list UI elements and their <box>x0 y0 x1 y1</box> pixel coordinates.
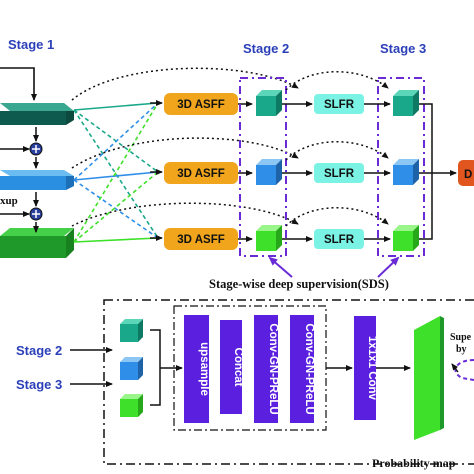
stage2-label: Stage 2 <box>243 41 289 56</box>
cross-connections <box>73 102 159 243</box>
block-conv-gn-prelu-1: Conv-GN-PReLU <box>254 315 279 423</box>
block-conv-gn-prelu-2: Conv-GN-PReLU <box>290 315 315 423</box>
asff-label-2: 3D ASFF <box>177 168 225 180</box>
stage3-cube-green <box>393 225 419 251</box>
asff-label-3: 3D ASFF <box>177 234 225 246</box>
slfr-box-2: SLFR <box>314 163 364 183</box>
backbone-block-3 <box>0 228 74 258</box>
detail-frame <box>103 299 474 465</box>
by-label: by <box>456 344 467 355</box>
backbone-block-1 <box>0 103 74 125</box>
backbone-block-2 <box>0 170 74 190</box>
input-arrow <box>0 67 37 101</box>
bottom-cube-blue <box>120 357 143 380</box>
slfr-label-1: SLFR <box>324 99 355 111</box>
skip-arc-3 <box>71 202 299 227</box>
skip-arc-5 <box>285 141 389 161</box>
skip-arc-2 <box>71 137 299 169</box>
merge-line <box>419 103 433 240</box>
output-label: D <box>464 169 472 181</box>
block-conv1x1: 1x1x1 Conv <box>354 316 378 420</box>
slfr-box-3: SLFR <box>314 229 364 249</box>
supervision-label: Supe <box>450 332 472 343</box>
supervision-loop <box>454 359 474 381</box>
conv1x1-label: 1x1x1 Conv <box>366 336 378 401</box>
block-conv1-label: Conv-GN-PReLU <box>267 323 279 414</box>
slfr-label-2: SLFR <box>324 168 355 180</box>
supervision-arrow <box>451 363 459 373</box>
block-upsample-label: upsample <box>198 342 210 396</box>
stage3-cube-teal <box>393 90 419 116</box>
stage2-cube-blue <box>256 159 282 185</box>
block-concat-label: Concat <box>232 348 244 387</box>
bottom-stage3-label: Stage 3 <box>16 377 62 392</box>
block-conv2-label: Conv-GN-PReLU <box>303 323 315 414</box>
slfr-box-1: SLFR <box>314 94 364 114</box>
asff-box-3: 3D ASFF <box>164 228 238 250</box>
skip-arc-4 <box>285 71 389 91</box>
bottom-cube-green <box>120 394 143 417</box>
plus-node-2 <box>29 207 43 221</box>
skip-arc-6 <box>285 207 389 227</box>
asff-input-arrowheads <box>150 100 163 241</box>
sds-caption: Stage-wise deep supervision(SDS) <box>209 277 389 291</box>
asff-box-2: 3D ASFF <box>164 162 238 184</box>
block-concat: Concat <box>220 320 244 414</box>
block-upsample: upsample <box>184 315 210 423</box>
sds-box-stage3 <box>377 77 425 257</box>
side-label: xup <box>0 195 18 207</box>
bottom-cube-teal <box>120 319 143 342</box>
bottom-stage2-label: Stage 2 <box>16 343 62 358</box>
stage3-cube-blue <box>393 159 419 185</box>
stage2-cube-teal <box>256 90 282 116</box>
stage2-cube-green <box>256 225 282 251</box>
probability-map-slab <box>414 316 444 440</box>
asff-box-1: 3D ASFF <box>164 93 238 115</box>
probability-map-label: Probability map <box>372 456 456 470</box>
sds-pointer-left <box>268 256 293 278</box>
sds-box-stage2 <box>239 77 287 257</box>
stage1-label: Stage 1 <box>8 37 54 52</box>
plus-node-1 <box>29 142 43 156</box>
bracket <box>150 329 161 406</box>
asff-label-1: 3D ASFF <box>177 99 225 111</box>
slfr-label-3: SLFR <box>324 234 355 246</box>
sds-pointer-right <box>377 256 400 278</box>
stage3-label: Stage 3 <box>380 41 426 56</box>
output-block: D <box>458 160 474 186</box>
